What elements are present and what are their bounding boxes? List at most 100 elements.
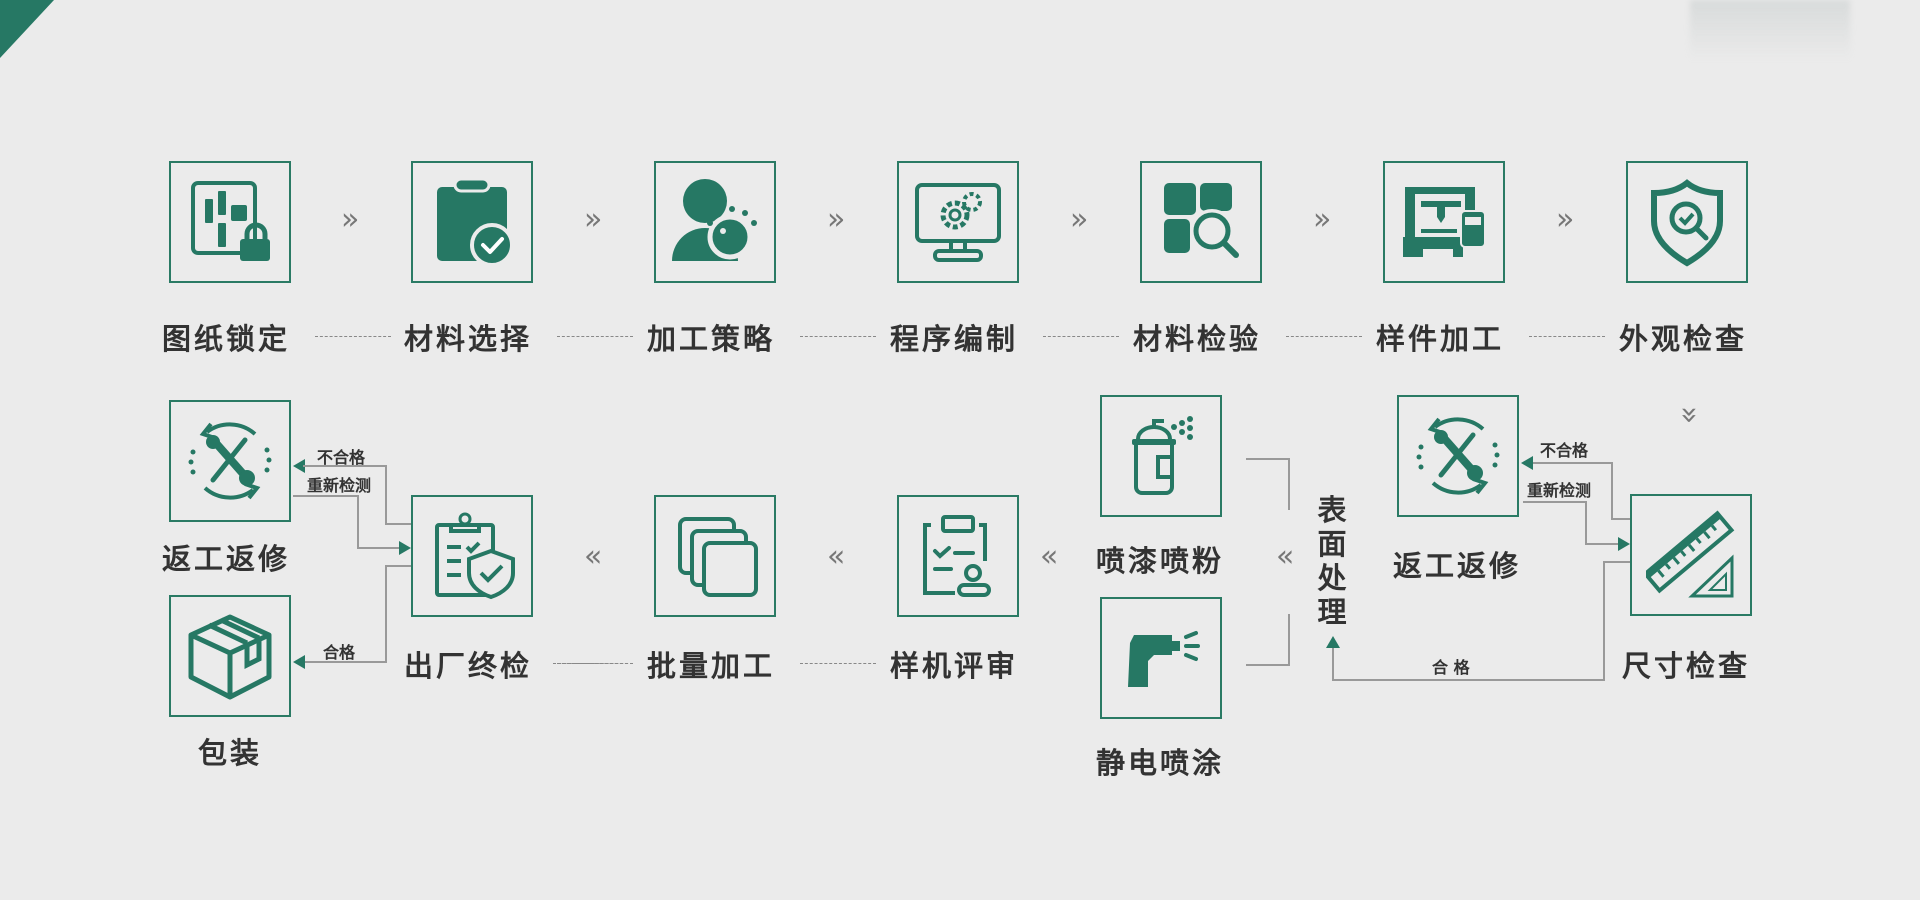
step-label: 加工策略	[647, 322, 776, 356]
arrow-right-icon: »	[1313, 202, 1332, 237]
package-box-icon	[188, 614, 272, 700]
pass-connector	[303, 661, 387, 663]
bracket-line	[1246, 664, 1290, 666]
step-box-package	[169, 595, 291, 717]
fail-label: 不合格	[1540, 441, 1589, 460]
bracket-line	[1246, 458, 1290, 460]
surface-treatment-text: 表面处理	[1317, 493, 1347, 629]
fail-connector	[1611, 462, 1613, 520]
step-label: 喷漆喷粉	[1096, 544, 1225, 578]
pass-label: 合格	[323, 643, 356, 662]
surface-treatment-label: 表面处理	[1316, 493, 1348, 629]
retest-connector	[357, 495, 359, 549]
repair-cycle-icon	[188, 422, 272, 500]
arrow-down-icon: »	[1672, 405, 1708, 425]
pass-label: 合 格	[1432, 658, 1470, 677]
spray-can-icon	[1132, 416, 1193, 495]
pass-connector	[385, 565, 411, 567]
step-box-person-idea	[654, 161, 776, 283]
step-label: 出厂终检	[404, 649, 533, 683]
dashed-connector	[800, 336, 876, 337]
fail-connector	[1611, 518, 1630, 520]
arrow-left-icon: «	[584, 539, 603, 574]
pass-connector	[1332, 645, 1334, 681]
step-label: 样件加工	[1376, 322, 1505, 356]
step-label: 返工返修	[162, 542, 291, 576]
ruler-triangle-icon	[1646, 510, 1735, 598]
step-label: 外观检查	[1619, 322, 1748, 356]
step-label: 返工返修	[1393, 549, 1522, 583]
arrow-right-icon: »	[827, 202, 846, 237]
bracket-line	[1288, 458, 1290, 510]
step-box-clipboard-shield	[411, 495, 533, 617]
pass-connector	[1332, 679, 1605, 681]
dashed-connector	[1529, 336, 1605, 337]
pass-connector	[1603, 561, 1630, 563]
dashed-connector	[1043, 336, 1119, 337]
dashed-connector	[315, 336, 391, 337]
step-box-repair-left	[169, 400, 291, 522]
arrowhead-icon	[293, 655, 305, 669]
retest-connector	[1585, 543, 1620, 545]
step-label: 尺寸检查	[1622, 649, 1751, 683]
step-box-cnc-machine	[1383, 161, 1505, 283]
clipboard-shield-icon	[435, 512, 515, 600]
fail-connector	[385, 523, 411, 525]
arrow-right-icon: »	[1070, 202, 1089, 237]
fail-connector	[1531, 462, 1613, 464]
material-magnifier-icon	[1164, 183, 1239, 258]
step-box-ruler-triangle	[1630, 494, 1752, 616]
arrow-left-icon: «	[1276, 539, 1295, 574]
retest-connector	[293, 495, 359, 497]
pass-connector	[1603, 561, 1605, 681]
arrow-left-icon: «	[827, 539, 846, 574]
step-label: 批量加工	[647, 649, 776, 683]
retest-label: 重新检测	[1527, 481, 1592, 500]
cnc-machine-icon	[1403, 187, 1486, 257]
fail-label: 不合格	[317, 448, 366, 467]
step-label: 静电喷涂	[1096, 746, 1225, 780]
step-box-spray-gun	[1100, 597, 1222, 719]
corner-accent	[0, 0, 54, 58]
arrowhead-icon	[1521, 456, 1533, 470]
dashed-connector	[557, 336, 633, 337]
dashed-connector	[1286, 336, 1362, 337]
arrowhead-icon	[399, 541, 411, 555]
arrowhead-icon	[1326, 636, 1340, 648]
step-box-clipboard-user	[897, 495, 1019, 617]
background-decoration	[1690, 0, 1850, 60]
retest-connector	[357, 547, 401, 549]
retest-connector	[1585, 501, 1587, 545]
step-box-clipboard-check	[411, 161, 533, 283]
step-label: 样机评审	[890, 649, 1019, 683]
monitor-gear-icon	[915, 183, 1001, 262]
clipboard-check-icon	[437, 177, 514, 267]
repair-cycle-icon	[1416, 417, 1500, 495]
dashed-connector	[800, 663, 876, 664]
arrow-right-icon: »	[584, 202, 603, 237]
bracket-line	[1288, 614, 1290, 666]
retest-label: 重新检测	[307, 476, 372, 495]
step-box-stacked-layers	[654, 495, 776, 617]
arrow-right-icon: »	[1556, 202, 1575, 237]
pass-connector	[385, 565, 387, 663]
spray-gun-icon	[1128, 631, 1200, 687]
person-idea-icon	[672, 179, 757, 261]
clipboard-user-icon	[923, 515, 991, 597]
blueprint-lock-icon	[191, 181, 270, 261]
step-label: 包装	[198, 736, 263, 770]
step-label: 材料选择	[404, 322, 533, 356]
arrow-left-icon: «	[1040, 539, 1059, 574]
fail-connector	[303, 465, 387, 467]
step-label: 程序编制	[890, 322, 1019, 356]
step-box-repair-right	[1397, 395, 1519, 517]
step-box-shield-search	[1626, 161, 1748, 283]
step-box-monitor-gear	[897, 161, 1019, 283]
arrow-right-icon: »	[341, 202, 360, 237]
shield-search-icon	[1651, 179, 1723, 267]
dashed-connector	[553, 663, 633, 664]
step-label: 图纸锁定	[162, 322, 291, 356]
arrowhead-icon	[1618, 537, 1630, 551]
retest-connector	[1523, 501, 1587, 503]
step-label: 材料检验	[1133, 322, 1262, 356]
